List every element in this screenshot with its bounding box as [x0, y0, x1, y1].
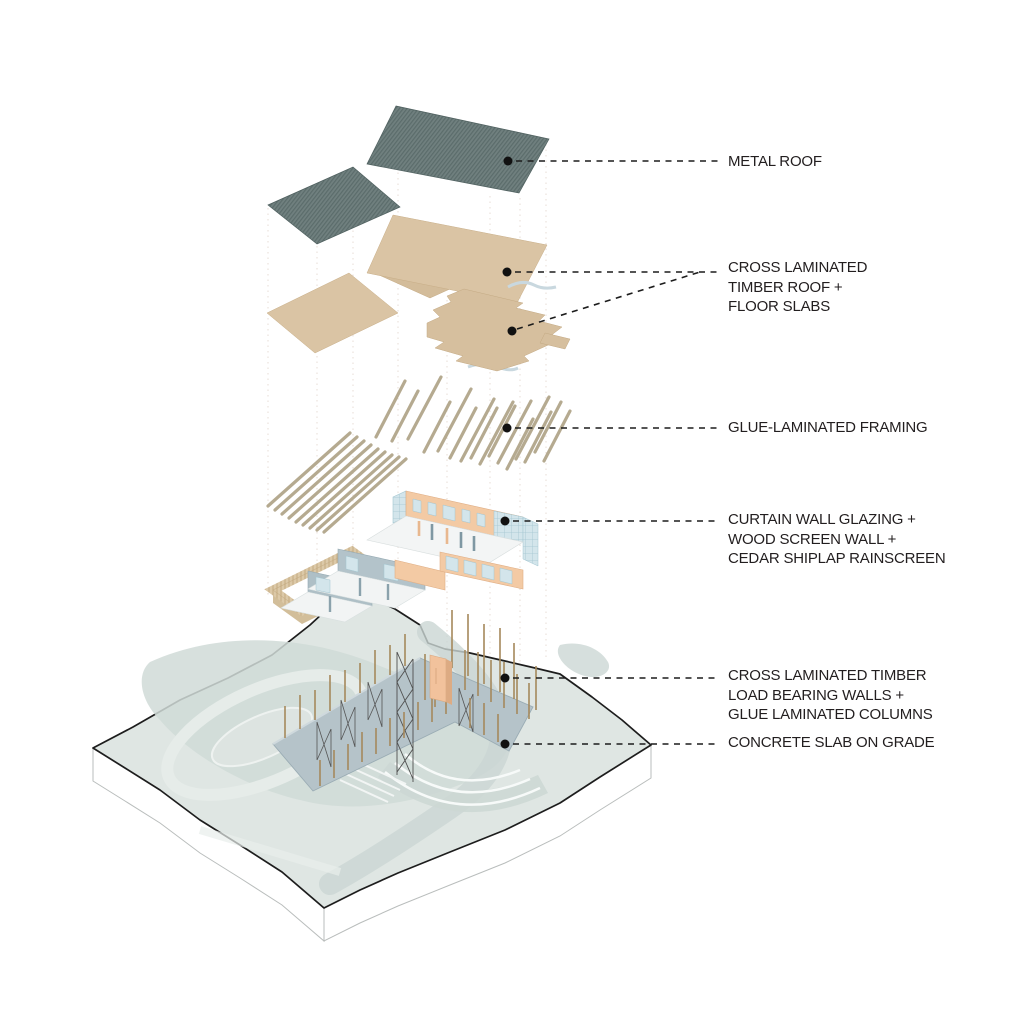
terrain-river-path [319, 621, 513, 895]
annotation-clt-walls-columns: CROSS LAMINATED TIMBER LOAD BEARING WALL… [728, 666, 933, 725]
clt-slab-level [266, 214, 571, 372]
squiggle-1 [507, 280, 557, 290]
metal-roof-level [267, 105, 550, 245]
curtain-wall-level [264, 490, 539, 624]
annotation-line: WOOD SCREEN WALL + [728, 530, 897, 548]
annotation-line: CROSS LAMINATED [728, 259, 868, 276]
leader-dots [500, 156, 517, 749]
annotation-curtain-wall: CURTAIN WALL GLAZING + WOOD SCREEN WALL … [728, 510, 946, 569]
clt-slab-tab [539, 332, 571, 350]
leader-clt-slab-b [516, 271, 701, 330]
clt-slab-roof [366, 214, 548, 304]
annotation-metal-roof: METAL ROOF [728, 152, 822, 172]
annotation-line: TIMBER ROOF + [728, 278, 843, 296]
annotation-line: CROSS LAMINATED TIMBER [728, 667, 927, 684]
clt-walls-and-columns [284, 610, 537, 786]
metal-roof-panel-small [267, 166, 401, 245]
annotation-line: GLUE-LAMINATED FRAMING [728, 419, 928, 436]
scaffold-tower [396, 651, 414, 782]
scaffold-braces [316, 681, 474, 768]
annotation-line: CONCRETE SLAB ON GRADE [728, 734, 935, 751]
glulam-framing [266, 375, 572, 534]
annotation-line: CEDAR SHIPLAP RAINSCREEN [728, 550, 946, 567]
annotation-line: LOAD BEARING WALLS + [728, 686, 904, 704]
curtain-wall-building [366, 490, 539, 590]
terrain-trail [198, 826, 342, 876]
concrete-slab-on-grade [272, 657, 534, 792]
clt-slab-lower [426, 288, 563, 372]
amphitheater-arc [394, 762, 531, 794]
amphitheater-arc [384, 771, 541, 806]
leader-lines [513, 160, 720, 745]
glulam-columns [284, 610, 537, 786]
wood-screen-rooms-left [280, 548, 426, 623]
clt-wall-panel [429, 654, 452, 705]
annotation-clt-roof-floor-slabs: CROSS LAMINATED TIMBER ROOF + FLOOR SLAB… [728, 258, 867, 317]
annotation-line: FLOOR SLABS [728, 298, 831, 315]
annotation-concrete-slab: CONCRETE SLAB ON GRADE [728, 733, 935, 753]
clt-slab-left [266, 272, 399, 354]
annotation-line: METAL ROOF [728, 153, 822, 170]
amphitheater-arc [404, 753, 521, 782]
annotation-glulam-framing: GLUE-LAMINATED FRAMING [728, 418, 928, 438]
terrain-teardrop [557, 643, 610, 678]
building-connector [394, 559, 446, 591]
metal-roof-panel-large [366, 105, 550, 194]
site-terrain [92, 587, 652, 943]
annotation-line: GLUE LAMINATED COLUMNS [728, 706, 933, 723]
annotation-line: CURTAIN WALL GLAZING + [728, 511, 916, 528]
terrain-oval [210, 706, 314, 768]
